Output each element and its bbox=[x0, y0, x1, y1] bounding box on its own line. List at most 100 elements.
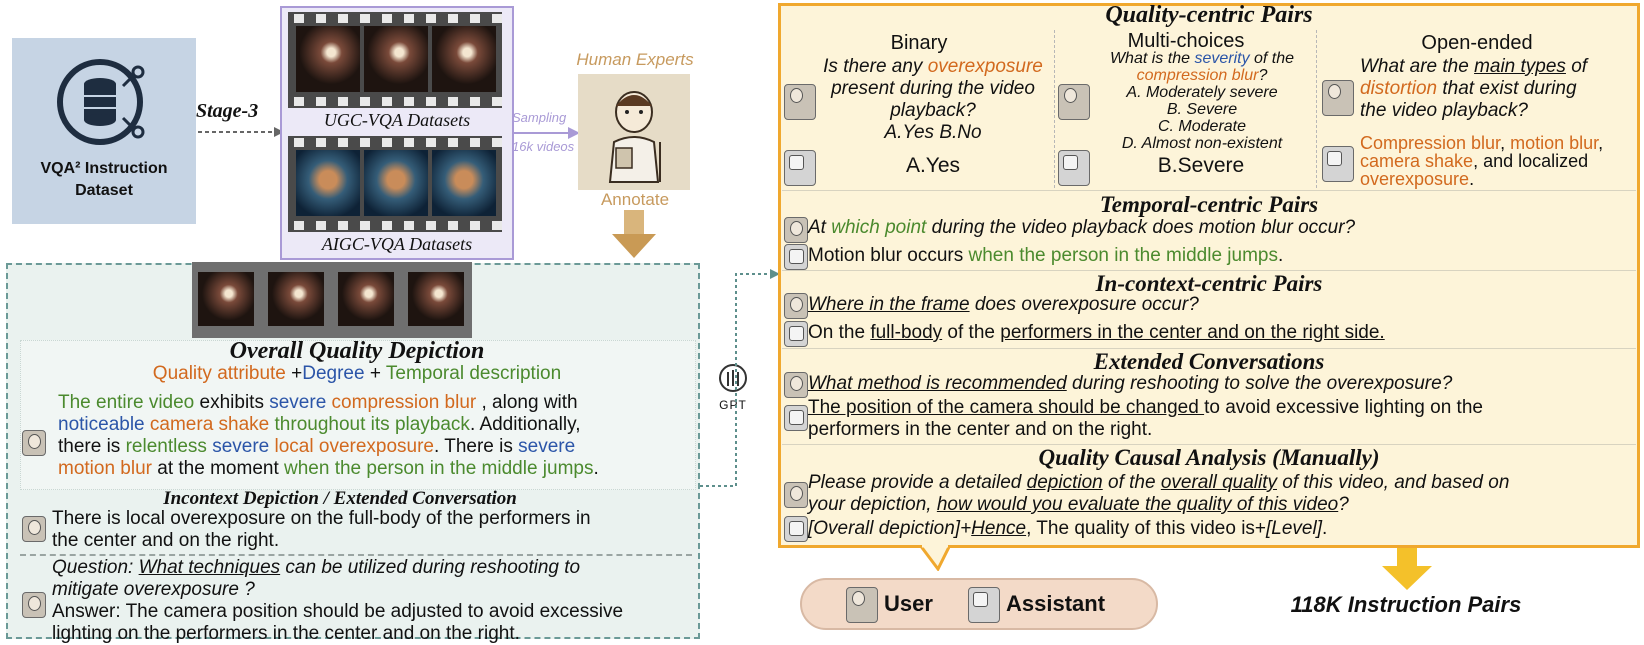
user-avatar-icon bbox=[22, 430, 46, 456]
section-divider bbox=[782, 270, 1636, 271]
sample-frame bbox=[338, 272, 394, 326]
p-span: local overexposure bbox=[274, 436, 434, 457]
oq-span: main types bbox=[1474, 56, 1566, 77]
a-line1: Answer: The camera position should be ad… bbox=[52, 601, 624, 622]
bq-span: overexposure bbox=[927, 56, 1043, 77]
oq-span: distortion bbox=[1360, 78, 1438, 99]
ca-span: [Overall depiction]+ bbox=[808, 518, 972, 539]
sampling-arrow bbox=[512, 127, 580, 139]
p-span: The entire video bbox=[58, 392, 195, 413]
ta-span: when the person in the middle jumps bbox=[968, 245, 1278, 266]
open-header: Open-ended bbox=[1421, 32, 1533, 54]
ea-span: to avoid excessive lighting on the bbox=[1204, 397, 1483, 418]
eq-span: What method is recommended bbox=[808, 373, 1067, 394]
experts-title: Human Experts bbox=[576, 50, 694, 69]
p-span: . bbox=[593, 458, 599, 479]
assistant-avatar-icon bbox=[1058, 150, 1090, 186]
user-avatar-icon bbox=[22, 516, 46, 542]
ugc-filmstrip bbox=[288, 12, 502, 108]
dataset-title-line1: VQA² Instruction bbox=[40, 160, 168, 177]
formula-plus2: + bbox=[364, 363, 386, 384]
temporal-answer: Motion blur occurs when the person in th… bbox=[808, 245, 1283, 267]
tq-span: At bbox=[808, 217, 832, 238]
causal-answer: [Overall depiction]+Hence, The quality o… bbox=[808, 518, 1327, 540]
assistant-avatar-icon bbox=[784, 516, 808, 542]
causal-question: Please provide a detailed depiction of t… bbox=[808, 472, 1638, 516]
cq-span: your depiction, bbox=[808, 494, 937, 515]
cq-span: of this video, and based on bbox=[1277, 472, 1510, 493]
total-pairs: 118K Instruction Pairs bbox=[1290, 592, 1522, 617]
bq-line: playback? bbox=[890, 100, 976, 121]
overall-paragraph: The entire video exhibits severe compres… bbox=[58, 392, 698, 480]
cq-span: of the bbox=[1102, 472, 1161, 493]
incontext-line: There is local overexposure on the full-… bbox=[52, 508, 591, 529]
extended-answer: The position of the camera should be cha… bbox=[808, 397, 1628, 441]
mq-option: D. Almost non-existent bbox=[1121, 135, 1283, 152]
p-span: . There is bbox=[434, 436, 519, 457]
assistant-avatar-icon bbox=[784, 405, 808, 431]
incontext-pairs-question: Where in the frame does overexposure occ… bbox=[808, 294, 1199, 316]
ea-span: The position of the camera should be cha… bbox=[808, 397, 1205, 418]
column-divider bbox=[1316, 30, 1317, 188]
sample-frame bbox=[198, 272, 254, 326]
oa-span: motion blur bbox=[1510, 133, 1599, 153]
section-divider bbox=[782, 190, 1636, 191]
divider bbox=[20, 554, 692, 556]
p-span: severe bbox=[518, 436, 576, 457]
legend-user: User bbox=[884, 591, 933, 616]
multi-header: Multi-choices bbox=[1127, 30, 1245, 52]
ia-span: of the bbox=[942, 322, 1001, 343]
mq-option: A. Moderately severe bbox=[1126, 84, 1278, 101]
temporal-question: At which point during the video playback… bbox=[808, 217, 1355, 239]
user-avatar-icon bbox=[784, 372, 808, 398]
assistant-avatar-icon bbox=[968, 587, 1000, 623]
p-span: noticeable bbox=[58, 414, 145, 435]
oq-span: that exist during bbox=[1437, 78, 1577, 99]
instruction-pairs-panel bbox=[778, 3, 1640, 548]
cq-span: depiction bbox=[1026, 472, 1103, 493]
ia-span: performers in the center and on the righ… bbox=[1000, 322, 1385, 343]
quality-pairs-title: Quality-centric Pairs bbox=[1105, 2, 1313, 28]
ca-span: Hence bbox=[971, 518, 1027, 539]
ta-span: Motion blur occurs bbox=[808, 245, 969, 266]
assistant-avatar-icon bbox=[784, 321, 808, 347]
p-span: relentless bbox=[125, 436, 207, 457]
p-span: severe bbox=[269, 392, 327, 413]
cq-span: ? bbox=[1338, 494, 1349, 515]
mq-option: C. Moderate bbox=[1157, 118, 1247, 135]
gpt-arrow bbox=[700, 269, 780, 487]
bq-opts: A.Yes B.No bbox=[884, 122, 982, 143]
gpt-icon bbox=[719, 364, 747, 392]
database-icon bbox=[57, 59, 145, 145]
iq-span: does overexposure occur? bbox=[969, 294, 1199, 315]
overall-depiction-panel bbox=[20, 340, 696, 490]
user-avatar-icon bbox=[1058, 84, 1090, 120]
dataset-panel bbox=[12, 38, 196, 224]
q-span: can be utilized during reshooting to bbox=[280, 557, 581, 578]
incontext-line: the center and on the right. bbox=[52, 530, 280, 551]
p-span: camera shake bbox=[149, 414, 270, 435]
p-span: throughout its playback bbox=[274, 414, 470, 435]
aigc-frame bbox=[432, 150, 496, 216]
section-divider bbox=[782, 348, 1636, 349]
user-avatar-icon bbox=[784, 293, 808, 319]
aigc-frame bbox=[296, 150, 360, 216]
dataset-title: VQA² Instruction Dataset bbox=[12, 158, 196, 202]
ugc-frame bbox=[296, 26, 360, 92]
ea-line2: performers in the center and on the righ… bbox=[808, 419, 1153, 440]
p-span: exhibits bbox=[194, 392, 270, 413]
ugc-frame bbox=[432, 26, 496, 92]
multi-answer: B.Severe bbox=[1157, 154, 1245, 177]
oq-span: What are the bbox=[1360, 56, 1475, 77]
column-divider bbox=[1054, 30, 1055, 188]
oa-span: , bbox=[1598, 133, 1604, 153]
user-avatar-icon bbox=[784, 217, 808, 243]
aigc-filmstrip bbox=[288, 136, 502, 232]
user-avatar-icon bbox=[22, 592, 46, 618]
oa-span: . bbox=[1469, 169, 1475, 189]
cq-span: overall quality bbox=[1160, 472, 1277, 493]
mq-span: ? bbox=[1258, 67, 1268, 84]
causal-title: Quality Causal Analysis (Manually) bbox=[1038, 445, 1380, 470]
binary-question: Is there any overexposure present during… bbox=[810, 56, 1056, 144]
sampling-label: Sampling bbox=[512, 110, 567, 125]
